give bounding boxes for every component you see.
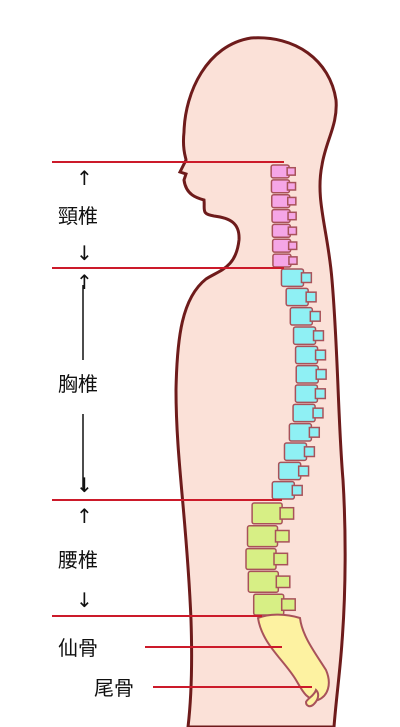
thoracic-vertebra-process — [303, 446, 316, 458]
thoracic-vertebra-body — [292, 326, 317, 346]
thoracic-vertebra-process — [291, 484, 303, 496]
up-arrow-icon: ↑ — [76, 270, 93, 294]
lumbar-vertebra-body — [251, 502, 283, 525]
cervical-vertebra-process — [286, 196, 297, 206]
lumbar-vertebra-process — [279, 506, 295, 520]
down-arrow-icon: ↓ — [76, 588, 93, 612]
thoracic-vertebra-body — [295, 364, 319, 384]
thoracic-vertebra-process — [315, 368, 327, 380]
lumbar-label: 腰椎 — [58, 548, 98, 572]
thoracic-vertebra-process — [314, 349, 327, 361]
lumbar-vertebra-body — [245, 547, 277, 571]
thoracic-vertebra-process — [309, 310, 321, 322]
thoracic-vertebra-body — [280, 268, 305, 288]
thoracic-vertebrae — [271, 268, 327, 500]
thoracic-vertebra-body — [292, 403, 316, 423]
cervical-label: 頸椎 — [58, 204, 98, 228]
up-arrow-icon: ↑ — [76, 504, 93, 528]
sacrum-label: 仙骨 — [58, 636, 98, 660]
lumbar-vertebra-process — [275, 575, 291, 589]
thoracic-vertebra-body — [294, 345, 319, 365]
cervical-vertebra-process — [286, 181, 297, 191]
up-arrow-icon: ↑ — [76, 166, 93, 190]
thoracic-vertebra-body — [294, 384, 319, 404]
body-silhouette — [174, 36, 347, 727]
cervical-vertebra-process — [286, 166, 296, 176]
cervical-vertebra-process — [287, 211, 297, 221]
thoracic-vertebra-process — [297, 465, 310, 477]
thoracic-label: 胸椎 — [58, 372, 98, 396]
thoracic-vertebra-process — [312, 330, 325, 342]
coccyx-label: 尾骨 — [94, 676, 134, 700]
sacrum-bone — [256, 613, 330, 702]
thoracic-vertebra-process — [305, 291, 317, 303]
lumbar-vertebra-body — [252, 593, 285, 616]
lumbar-vertebra-process — [273, 552, 289, 566]
thoracic-vertebra-body — [289, 306, 314, 326]
cervical-vertebrae — [270, 164, 298, 268]
thoracic-vertebra-body — [288, 422, 313, 442]
thoracic-vertebra-body — [277, 461, 302, 481]
lumbar-vertebrae — [245, 502, 296, 616]
thoracic-vertebra-process — [300, 272, 313, 284]
thoracic-vertebra-process — [308, 426, 321, 438]
thoracic-vertebra-body — [271, 480, 296, 500]
down-arrow-icon: ↓ — [76, 473, 93, 497]
cervical-vertebra-process — [287, 226, 298, 236]
cervical-vertebra-process — [288, 256, 298, 266]
thoracic-vertebra-process — [312, 407, 324, 419]
lumbar-vertebra-process — [274, 529, 290, 543]
lumbar-vertebra-body — [247, 570, 280, 593]
thoracic-vertebra-body — [285, 287, 309, 307]
down-arrow-icon: ↓ — [76, 241, 93, 265]
thoracic-vertebra-process — [314, 388, 327, 400]
cervical-vertebra-process — [287, 241, 298, 251]
lumbar-vertebra-body — [246, 525, 279, 548]
coccyx-bone — [304, 688, 320, 708]
thoracic-vertebra-body — [283, 442, 308, 462]
lumbar-vertebra-process — [280, 598, 296, 612]
